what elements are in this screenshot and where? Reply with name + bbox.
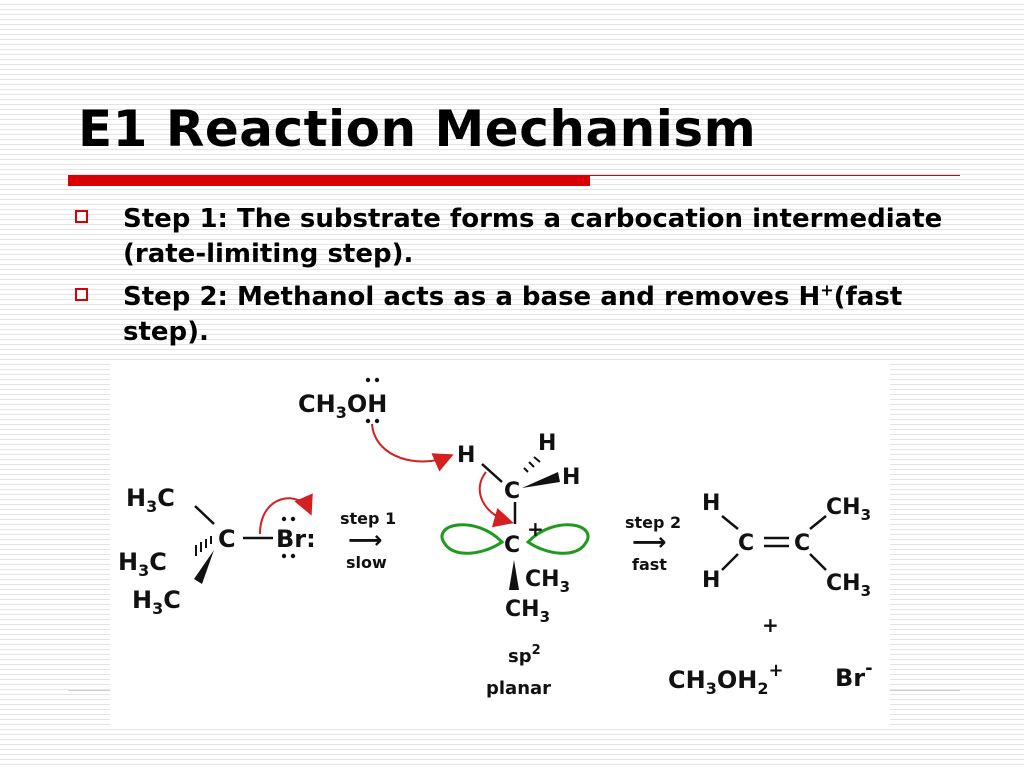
bullet-step-1: Step 1: The substrate forms a carbocatio… [75, 202, 975, 272]
carb-h-right: H [562, 465, 580, 490]
alk-ch-bottom: CH [826, 571, 861, 596]
sub-3-b: 3 [138, 561, 149, 580]
bullet-list: Step 1: The substrate forms a carbocatio… [75, 202, 975, 358]
carb-3-right: 3 [560, 578, 570, 596]
alkene-product: H H C C CH3 CH3 [702, 491, 871, 600]
carbocation-intermediate: H H H C C + CH3 CH3 sp2 planar [440, 431, 590, 699]
sub-bromine: Br: [276, 525, 316, 553]
step-1-label: Step 1: [123, 204, 228, 234]
sub-c-c: C [163, 586, 181, 614]
carb-geometry: planar [486, 678, 551, 699]
substrate-molecule: H3C H3C H3C C Br: [118, 484, 316, 618]
sub-3-c: 3 [152, 599, 163, 618]
step-2-label: Step 2: [123, 282, 228, 312]
alk-ch-top: CH [826, 495, 861, 520]
sub-h-c: H [132, 586, 152, 614]
sub-c-b: C [149, 548, 167, 576]
carb-hybridization: sp [508, 646, 532, 667]
curved-arrow-leaving-group [259, 493, 313, 535]
alk-c-right: C [794, 531, 810, 556]
step-2-speed: fast [632, 555, 667, 574]
title-underline-thin [590, 175, 960, 176]
step-2-h-charge: + [820, 280, 834, 300]
svg-text:CH3OH2+: CH3OH2+ [668, 660, 784, 698]
methanol-molecule: CH3OH [298, 377, 387, 424]
alk-h-top: H [702, 491, 720, 516]
curved-arrow-methanol [371, 423, 454, 472]
step-2-arrow-label: step 2 [625, 513, 681, 532]
prod-oh: OH [717, 666, 758, 694]
title-underline-thick [68, 175, 590, 186]
svg-text:sp2: sp2 [508, 643, 541, 667]
p-orbital-left [440, 523, 505, 555]
p-orbital-right [525, 523, 590, 555]
methanol-o: O [347, 390, 367, 418]
alk-3-bottom: 3 [861, 582, 871, 600]
prod-2: 2 [757, 679, 768, 698]
prod-minus-charge: - [865, 658, 872, 679]
prod-3: 3 [706, 679, 717, 698]
svg-text:H3C: H3C [126, 484, 175, 516]
step-2-text: Methanol acts as a base and removes [227, 282, 799, 312]
step-1-arrow-label: step 1 [340, 509, 396, 528]
slide-title: E1 Reaction Mechanism [78, 100, 757, 158]
alk-3-top: 3 [861, 506, 871, 524]
carb-h-top: H [538, 431, 556, 456]
carb-3-bottom: 3 [540, 608, 550, 626]
step-1-arrow-icon: ⟶ [348, 526, 382, 554]
step-2-arrow-icon: ⟶ [632, 528, 666, 556]
carb-h-left: H [457, 443, 475, 468]
methanol-ch: CH [298, 390, 336, 418]
svg-text:CH3: CH3 [826, 495, 871, 524]
carb-plus: + [527, 517, 544, 541]
carb-ch-bottom: CH [505, 597, 540, 622]
svg-text:CH3: CH3 [826, 571, 871, 600]
carb-c-upper: C [504, 479, 520, 504]
carb-ch-right: CH [525, 567, 560, 592]
bullet-step-2: Step 2: Methanol acts as a base and remo… [75, 280, 975, 350]
svg-text:H3C: H3C [132, 586, 181, 618]
curved-arrow-proton [478, 471, 514, 528]
alk-h-bottom: H [702, 568, 720, 593]
prod-ch: CH [668, 666, 706, 694]
svg-text:Br-: Br- [835, 658, 873, 692]
step-2-h: H [798, 282, 821, 312]
square-bullet-icon [75, 210, 88, 223]
prod-plus-charge: + [768, 660, 783, 681]
byproducts: + CH3OH2+ Br- [668, 613, 873, 698]
sub-center-c: C [218, 525, 236, 553]
step-2-tail: (fast step). [123, 282, 903, 347]
svg-text:CH3: CH3 [525, 567, 570, 596]
products-plus: + [762, 613, 779, 637]
square-bullet-icon [75, 288, 88, 301]
mechanism-diagram: CH3OH H3C H3C H3C C Br: step 1 [118, 377, 873, 699]
svg-text:CH3OH: CH3OH [298, 390, 387, 422]
svg-text:H3C: H3C [118, 548, 167, 580]
carb-hyb-sup: 2 [532, 643, 541, 658]
carb-c-center: C [504, 533, 520, 558]
step-1-text: The substrate forms a carbocation interm… [123, 204, 943, 269]
sub-c-a: C [157, 484, 175, 512]
methanol-h: H [367, 390, 387, 418]
mechanism-figure: CH3OH H3C H3C H3C C Br: step 1 [110, 364, 890, 726]
step-1-speed: slow [346, 553, 387, 572]
prod-br: Br [835, 664, 865, 692]
sub-3-a: 3 [146, 497, 157, 516]
sub-h-a: H [126, 484, 146, 512]
alk-c-left: C [738, 531, 754, 556]
sub-h-b: H [118, 548, 138, 576]
methanol-sub3: 3 [336, 403, 347, 422]
svg-text:CH3: CH3 [505, 597, 550, 626]
